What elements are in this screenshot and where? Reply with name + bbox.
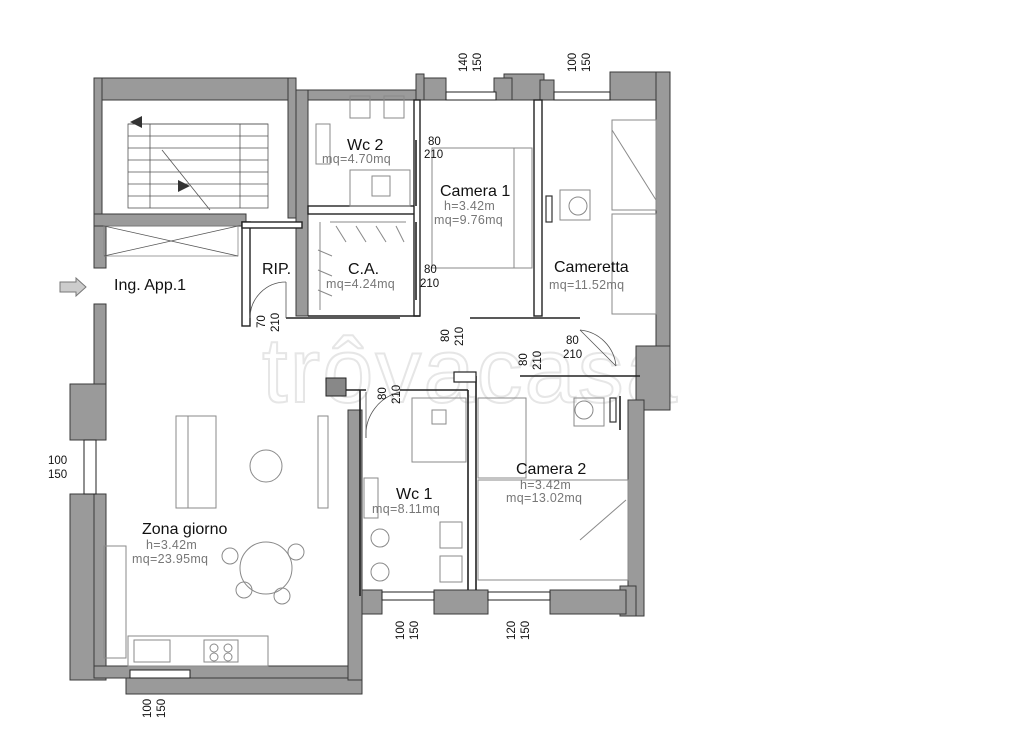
room-area-ca: mq=4.24mq (326, 277, 395, 291)
dim-win-camera1-h: 150 (472, 53, 484, 72)
outer-walls (69, 71, 671, 695)
watermark-text: trôvacasa (262, 320, 679, 422)
room-area-cameretta: mq=11.52mq (549, 278, 624, 292)
dim-door-rip-w: 70 (256, 315, 268, 328)
dim-win-camera2-w: 120 (506, 621, 518, 640)
dim-door-camera2-w: 80 (518, 353, 530, 366)
dim-door-cameretta-w: 80 (566, 335, 579, 347)
dim-door-wc1-h: 210 (391, 385, 403, 404)
dim-door-wc1-w: 80 (377, 387, 389, 400)
room-height-zona-giorno: h=3.42m (146, 538, 197, 552)
dim-door-rip-h: 210 (270, 313, 282, 332)
dim-win-bottom-h: 150 (156, 699, 168, 718)
dim-win-left-w: 100 (48, 455, 67, 467)
dim-win-wc1-h: 150 (409, 621, 421, 640)
room-area-wc1: mq=8.11mq (372, 502, 440, 516)
dim-win-left-h: 150 (48, 469, 67, 481)
room-name-zona-giorno: Zona giorno (142, 521, 227, 538)
dim-door-ca-w: 80 (424, 264, 437, 276)
door-swings (249, 140, 621, 439)
dim-win-bottom-w: 100 (142, 699, 154, 718)
room-labels: Wc 2 mq=4.70mq Camera 1 h=3.42m mq=9.76m… (114, 137, 629, 566)
furniture (103, 95, 657, 667)
room-name-camera2: Camera 2 (516, 461, 586, 478)
stair-arrow-up-icon (130, 116, 142, 128)
dim-door-hall-w: 80 (440, 329, 452, 342)
dim-door-camera2-h: 210 (532, 351, 544, 370)
stairwell (93, 77, 297, 219)
room-area-camera1: mq=9.76mq (434, 213, 503, 227)
stair-arrow-down-icon (178, 180, 190, 192)
windows (83, 91, 611, 679)
dim-door-wc2-h: 210 (424, 149, 443, 161)
room-name-cameretta: Cameretta (554, 259, 629, 276)
room-area-camera2: mq=13.02mq (506, 491, 582, 505)
room-height-camera2: h=3.42m (520, 478, 571, 492)
dim-win-camera1-w: 140 (458, 53, 470, 72)
dim-door-wc2-w: 80 (428, 136, 441, 148)
room-area-wc2: mq=4.70mq (322, 152, 391, 166)
room-name-ca: C.A. (348, 261, 379, 278)
dim-win-wc1-w: 100 (395, 621, 407, 640)
room-name-wc1: Wc 1 (396, 486, 433, 503)
dim-win-cameretta-h: 150 (581, 53, 593, 72)
room-area-zona-giorno: mq=23.95mq (132, 552, 208, 566)
room-name-camera1: Camera 1 (440, 183, 510, 200)
entrance-arrow-icon (59, 276, 87, 298)
dimension-labels: 140 150 100 150 80 210 80 210 70 210 80 … (48, 53, 593, 718)
dim-win-cameretta-w: 100 (567, 53, 579, 72)
interior-walls (241, 99, 640, 596)
room-name-wc2: Wc 2 (347, 137, 384, 154)
dim-door-ca-h: 210 (420, 278, 439, 290)
dim-win-camera2-h: 150 (520, 621, 532, 640)
room-name-rip: RIP. (262, 261, 291, 278)
dim-door-cameretta-h: 210 (563, 349, 582, 361)
room-name-ingresso: Ing. App.1 (114, 277, 186, 294)
dim-door-hall-h: 210 (454, 327, 466, 346)
room-height-camera1: h=3.42m (444, 199, 495, 213)
